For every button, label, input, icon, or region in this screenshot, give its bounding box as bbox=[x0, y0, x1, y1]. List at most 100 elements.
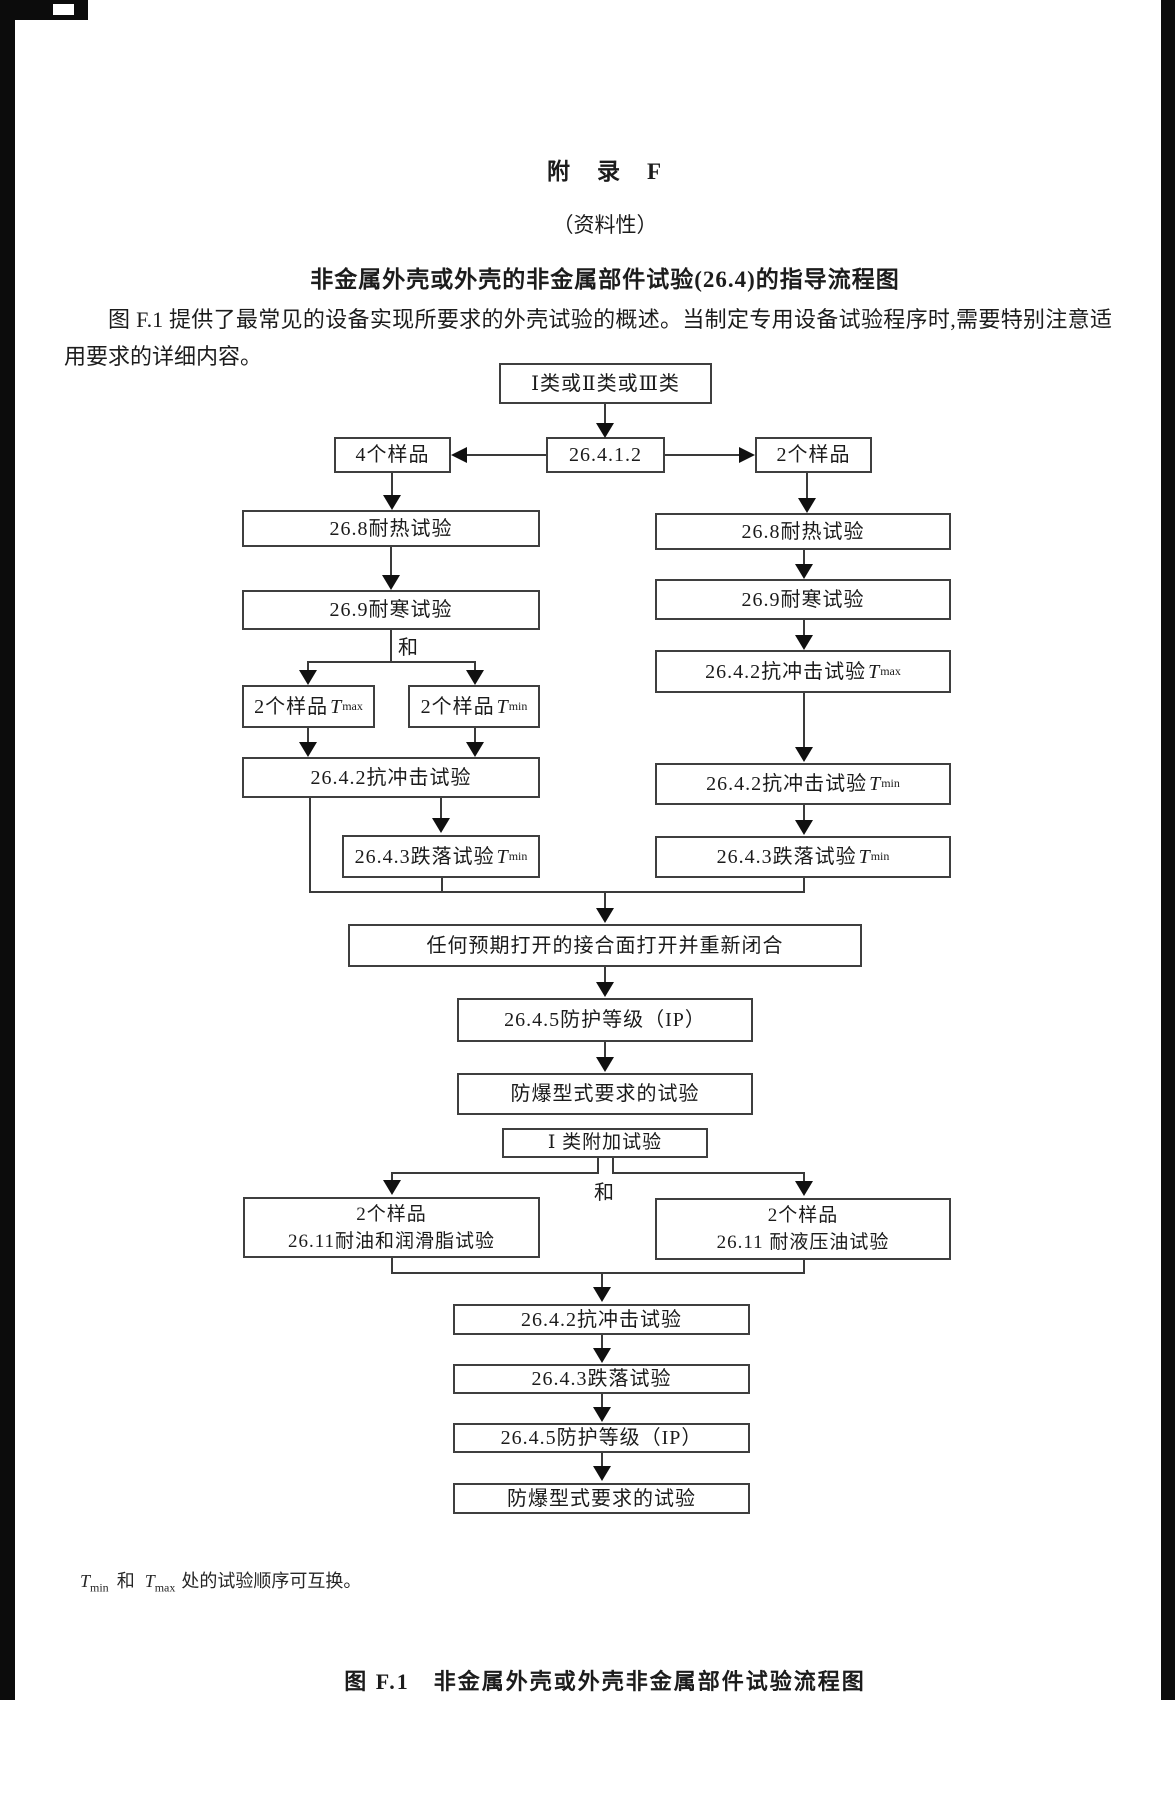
arrow-left-icon bbox=[451, 447, 467, 463]
node-equipment-class: Ⅰ类或Ⅱ类或Ⅲ类 bbox=[499, 363, 712, 404]
left-scan-bar bbox=[0, 0, 15, 1700]
arrow-down-icon bbox=[795, 564, 813, 579]
t-variable: T bbox=[80, 1571, 91, 1591]
node-label: 26.9耐寒试验 bbox=[741, 588, 865, 611]
node-2-samples: 2个样品 bbox=[755, 437, 872, 473]
t-subscript: min bbox=[508, 848, 528, 863]
connector bbox=[391, 1172, 393, 1181]
connector bbox=[307, 728, 309, 743]
node-label-line2: 26.11耐油和润滑脂试验 bbox=[287, 1230, 496, 1252]
connector bbox=[803, 693, 805, 748]
connector bbox=[474, 661, 476, 671]
node-ex-type-tests: 防爆型式要求的试验 bbox=[457, 1073, 753, 1115]
node-reclose-joints: 任何预期打开的接合面打开并重新闭合 bbox=[348, 924, 862, 967]
arrow-down-icon bbox=[432, 818, 450, 833]
node-label: 任何预期打开的接合面打开并重新闭合 bbox=[426, 934, 784, 957]
t-variable: T bbox=[330, 695, 343, 718]
node-bottom-drop-test: 26.4.3跌落试验 bbox=[453, 1364, 750, 1394]
node-label: 2个样品 bbox=[776, 444, 851, 466]
node-label: 防爆型式要求的试验 bbox=[507, 1487, 696, 1510]
arrow-down-icon bbox=[299, 670, 317, 685]
t-subscript: min bbox=[870, 849, 890, 864]
node-label: 26.4.1.2 bbox=[569, 444, 642, 466]
arrow-down-icon bbox=[382, 575, 400, 590]
node-label: 26.8耐热试验 bbox=[329, 517, 453, 540]
node-label: 26.4.5防护等级（IP） bbox=[500, 1427, 703, 1449]
node-label-line1: 2个样品 bbox=[356, 1203, 427, 1225]
connector bbox=[440, 798, 442, 819]
connector bbox=[803, 1260, 805, 1274]
node-label: 26.4.3跌落试验 bbox=[354, 845, 495, 868]
node-label-line2: 26.11 耐液压油试验 bbox=[716, 1232, 890, 1253]
connector bbox=[597, 1158, 599, 1174]
connector bbox=[307, 661, 476, 663]
node-clause-26412: 26.4.1.2 bbox=[546, 437, 665, 473]
arrow-down-icon bbox=[596, 423, 614, 438]
connector bbox=[391, 1272, 805, 1274]
node-label: Ⅰ类或Ⅱ类或Ⅲ类 bbox=[531, 372, 680, 395]
connector bbox=[803, 878, 805, 892]
footnote-text: 处的试验顺序可互换。 bbox=[181, 1571, 362, 1591]
and-label-left: 和 bbox=[398, 637, 418, 659]
connector bbox=[474, 728, 476, 743]
right-scan-bar bbox=[1161, 0, 1175, 1700]
connector bbox=[612, 1158, 614, 1174]
figure-caption: 图 F.1 非金属外壳或外壳非金属部件试验流程图 bbox=[344, 1669, 866, 1694]
connector bbox=[391, 1258, 393, 1274]
connector bbox=[803, 805, 805, 821]
t-subscript: max bbox=[342, 698, 363, 713]
arrow-down-icon bbox=[299, 742, 317, 757]
node-bottom-ex-type-tests: 防爆型式要求的试验 bbox=[453, 1483, 750, 1514]
node-label: 2个样品 bbox=[254, 695, 329, 718]
top-left-scan-mark bbox=[0, 0, 88, 20]
t-subscript: min bbox=[508, 698, 528, 713]
t-variable: T bbox=[144, 1571, 155, 1591]
arrow-down-icon bbox=[466, 670, 484, 685]
t-subscript: min bbox=[90, 1580, 109, 1595]
and-label-bottom: 和 bbox=[594, 1182, 614, 1204]
appendix-label: 附 录 F bbox=[546, 159, 664, 184]
connector bbox=[391, 473, 393, 496]
arrow-down-icon bbox=[795, 1181, 813, 1196]
node-ip-rating: 26.4.5防护等级（IP） bbox=[457, 998, 753, 1042]
arrow-down-icon bbox=[593, 1287, 611, 1302]
connector bbox=[309, 798, 311, 893]
arrow-down-icon bbox=[795, 635, 813, 650]
arrow-down-icon bbox=[798, 498, 816, 513]
node-label: 26.9耐寒试验 bbox=[329, 599, 453, 621]
footnote-and: 和 bbox=[116, 1571, 135, 1591]
t-variable: T bbox=[868, 660, 881, 683]
node-right-heat-test: 26.8耐热试验 bbox=[655, 513, 951, 550]
arrow-down-icon bbox=[795, 747, 813, 762]
node-label: 26.8耐热试验 bbox=[741, 520, 865, 543]
connector bbox=[601, 1453, 603, 1467]
connector bbox=[803, 550, 805, 565]
connector bbox=[390, 630, 392, 662]
connector bbox=[601, 1394, 603, 1408]
t-variable: T bbox=[858, 846, 871, 868]
node-left-impact-test: 26.4.2抗冲击试验 bbox=[242, 757, 540, 798]
node-left-cold-test: 26.9耐寒试验 bbox=[242, 590, 540, 630]
node-label: Ⅰ 类附加试验 bbox=[547, 1131, 663, 1153]
arrow-down-icon bbox=[795, 820, 813, 835]
appendix-kind: （资料性） bbox=[552, 213, 658, 237]
connector bbox=[601, 1272, 603, 1288]
node-label: 防爆型式要求的试验 bbox=[510, 1083, 700, 1105]
node-right-cold-test: 26.9耐寒试验 bbox=[655, 579, 951, 620]
arrow-down-icon bbox=[466, 742, 484, 757]
connector bbox=[604, 404, 606, 425]
arrow-down-icon bbox=[593, 1407, 611, 1422]
arrow-down-icon bbox=[383, 1180, 401, 1195]
node-left-heat-test: 26.8耐热试验 bbox=[242, 510, 540, 547]
node-label: 26.4.2抗冲击试验 bbox=[521, 1308, 682, 1331]
connector bbox=[604, 1042, 606, 1058]
connector bbox=[309, 891, 805, 893]
node-hydraulic-oil-test: 2个样品 26.11 耐液压油试验 bbox=[655, 1198, 951, 1260]
connector bbox=[806, 473, 808, 499]
node-label: 26.4.3跌落试验 bbox=[716, 846, 857, 868]
connector bbox=[390, 547, 392, 576]
